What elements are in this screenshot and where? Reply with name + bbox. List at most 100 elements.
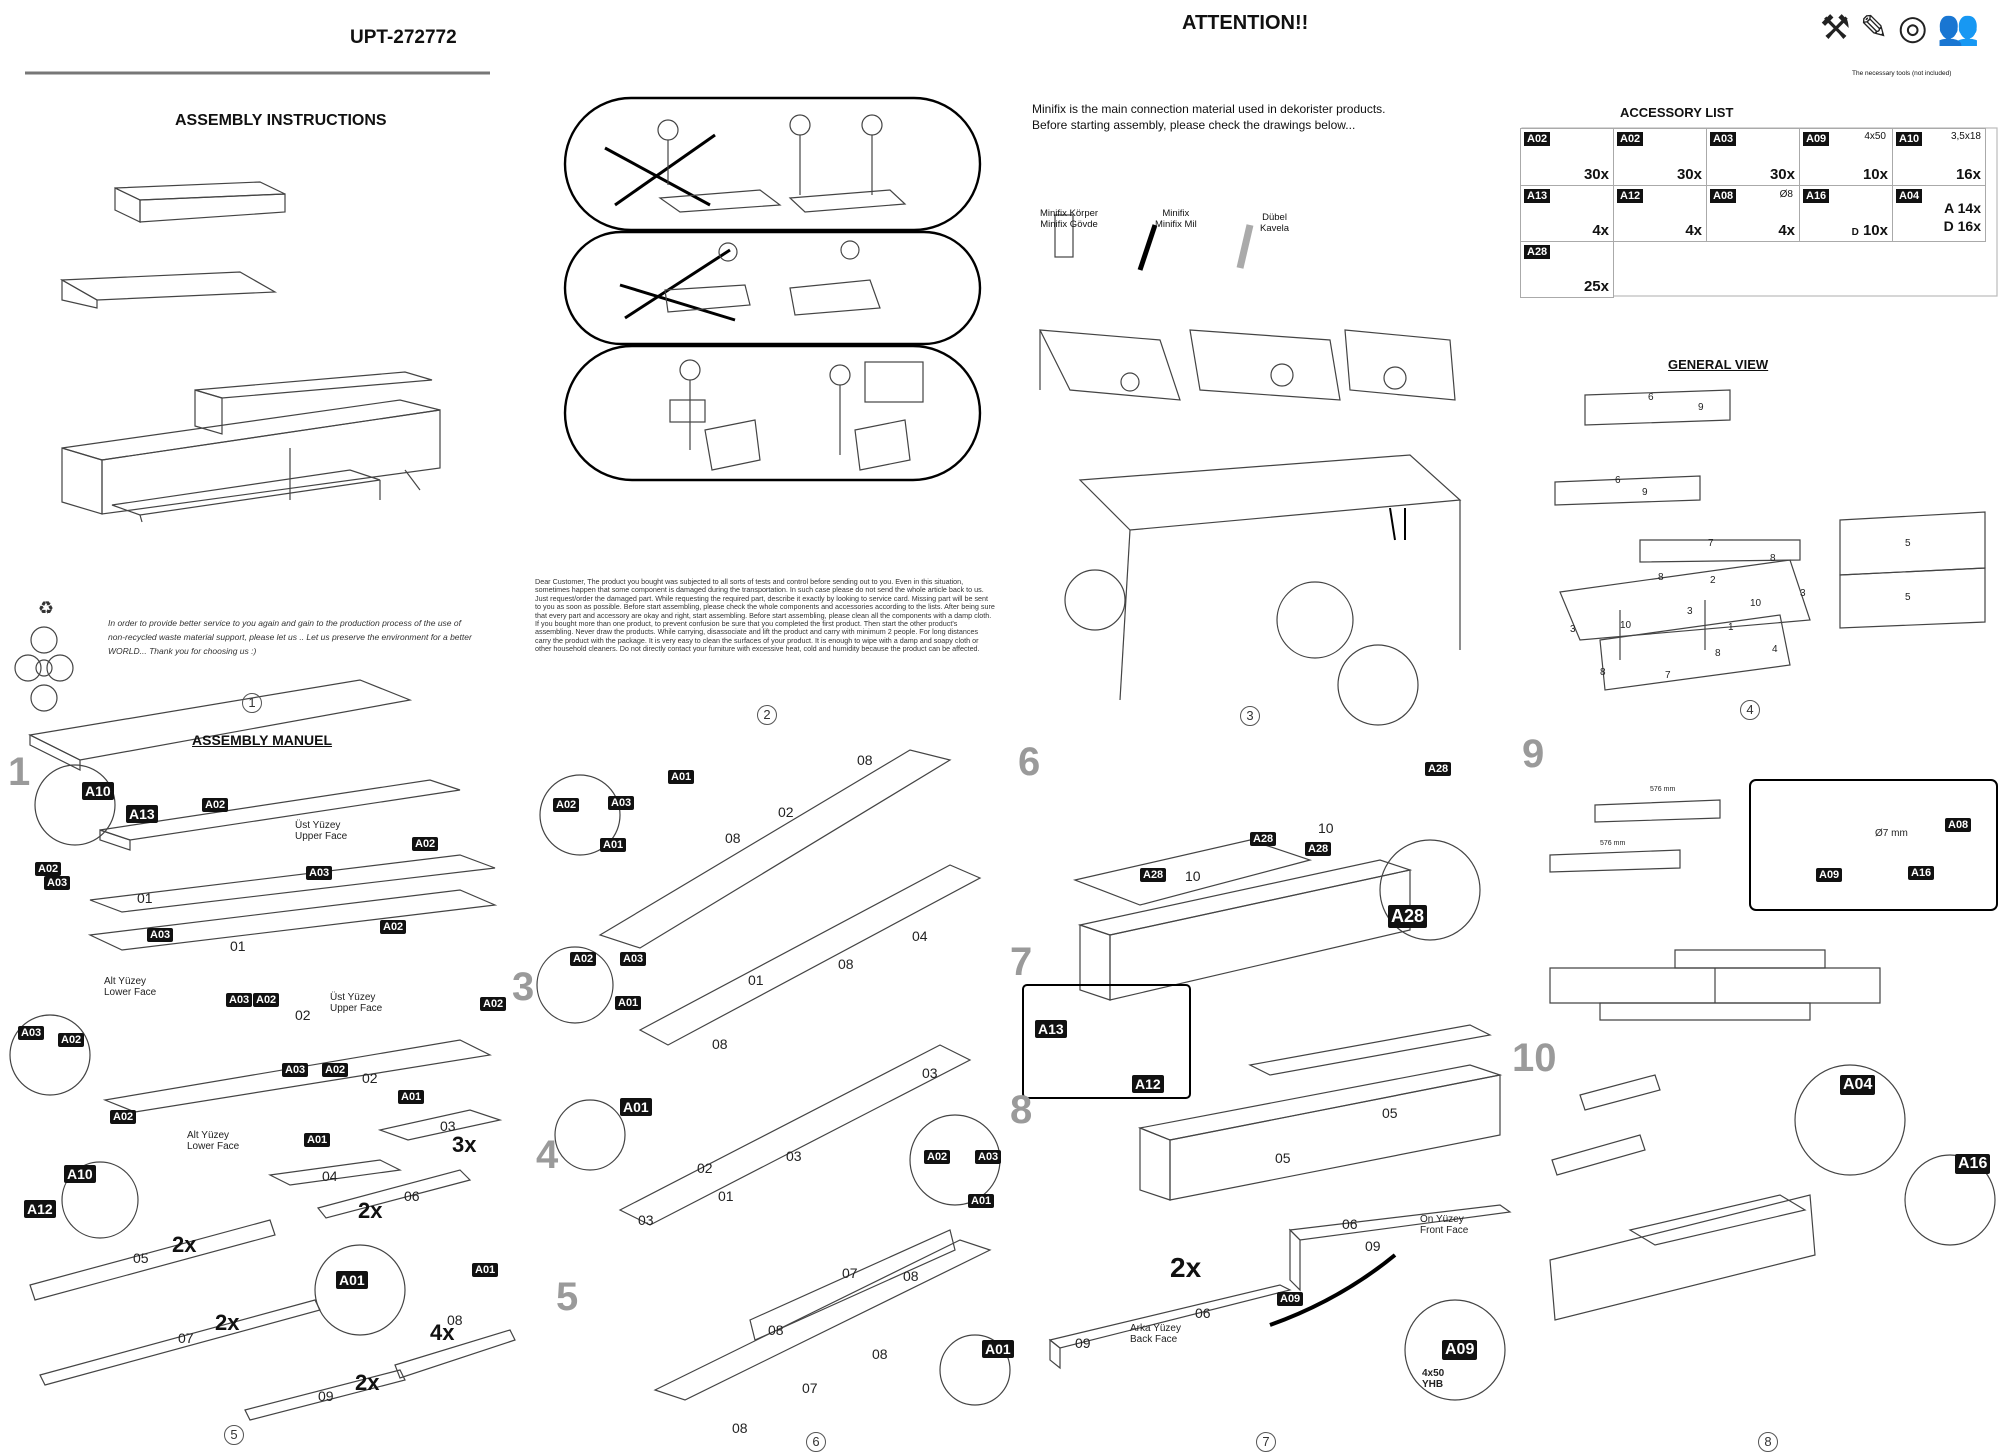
badge-a02: A02	[202, 798, 229, 812]
quantity-label: 3x	[452, 1132, 477, 1157]
page-number: 6	[806, 1432, 826, 1452]
badge-a16: A16	[1955, 1154, 1991, 1174]
page-number: 3	[1240, 706, 1260, 726]
badge-a02: A02	[924, 1150, 951, 1164]
quantity-label: 2x	[215, 1310, 240, 1335]
badge-a01: A01	[304, 1133, 331, 1147]
recycle-text: In order to provide better service to yo…	[108, 618, 472, 656]
gv-label: 8	[1658, 572, 1664, 583]
badge-a13: A13	[1035, 1020, 1067, 1038]
tools-icon: ⚒ ✎ ◎ 👥	[1820, 9, 1980, 47]
badge-a02: A02	[412, 837, 439, 851]
badge-a02: A02	[380, 920, 407, 934]
badge-a12: A12	[24, 1200, 56, 1218]
badge-a28: A28	[1250, 832, 1277, 846]
assembly-instructions-title: ASSEMBLY INSTRUCTIONS	[175, 112, 387, 129]
badge-a02: A02	[110, 1110, 137, 1124]
badge-a01: A01	[668, 770, 695, 784]
badge-a03: A03	[18, 1026, 45, 1040]
part-label: 02	[362, 1070, 378, 1086]
gv-label: 7	[1665, 670, 1671, 681]
part-label: 08	[725, 830, 741, 846]
part-label: 06	[1342, 1216, 1358, 1232]
badge-a01: A01	[615, 996, 642, 1010]
step-number: 10	[1512, 1036, 1557, 1080]
badge-a03: A03	[226, 993, 253, 1007]
part-label: 05	[133, 1250, 149, 1266]
customer-notice: Dear Customer, The product you bought wa…	[535, 577, 995, 654]
page-number: 7	[1256, 1432, 1276, 1452]
step-number: 6	[1018, 740, 1041, 784]
quantity-label: 2x	[172, 1232, 197, 1257]
badge-a02: A02	[570, 952, 597, 966]
gv-label: 2	[1710, 575, 1716, 586]
part-label: 01	[718, 1188, 734, 1204]
badge-a03: A03	[147, 928, 174, 942]
accessory-a16: A16 D 10x	[1799, 185, 1893, 242]
gv-label: 10	[1620, 620, 1632, 631]
gv-label: 9	[1642, 487, 1648, 498]
step-number: 1	[8, 750, 31, 794]
general-view-title: GENERAL VIEW	[1668, 357, 1769, 372]
gv-label: 5	[1905, 538, 1911, 549]
minifix-intro-2: Before starting assembly, please check t…	[1032, 118, 1356, 132]
badge-a13: A13	[126, 805, 158, 823]
step-number: 3	[512, 965, 535, 1009]
part-label: 07	[802, 1380, 818, 1396]
badge-a09: A09	[1816, 868, 1843, 882]
badge-a02: A02	[35, 862, 62, 876]
accessory-a04: A04 A 14x D 16x	[1892, 185, 1986, 242]
part-label: 02	[697, 1160, 713, 1176]
part-label: 09	[1075, 1335, 1091, 1351]
part-label: 08	[838, 956, 854, 972]
badge-a10: A10	[82, 782, 114, 800]
gv-label: 9	[1698, 402, 1704, 413]
badge-a02: A02	[322, 1063, 349, 1077]
part-label: 09	[1365, 1238, 1381, 1254]
badge-a03: A03	[282, 1063, 309, 1077]
accessory-list-title: ACCESSORY LIST	[1620, 105, 1734, 120]
part-label: 02	[778, 804, 794, 820]
part-label: 07	[842, 1265, 858, 1281]
page-3: ATTENTION!! Minifix is the main connecti…	[1000, 0, 1500, 726]
drill-size: Ø7 mm	[1875, 828, 1908, 839]
badge-a01: A01	[968, 1194, 995, 1208]
badge-a01: A01	[398, 1090, 425, 1104]
step-number: 8	[1010, 1088, 1033, 1132]
badge-a08: A08	[1945, 818, 1972, 832]
product-code: UPT-272772	[350, 27, 457, 48]
badge-a12: A12	[1132, 1075, 1164, 1093]
page-number: 1	[242, 693, 262, 713]
part-label: 08	[903, 1268, 919, 1284]
badge-a01: A01	[982, 1340, 1014, 1358]
badge-a02: A02	[253, 993, 280, 1007]
part-label: 08	[872, 1346, 888, 1362]
part-label: 05	[1275, 1150, 1291, 1166]
part-label: 10	[1185, 868, 1201, 884]
gv-label: 3	[1800, 588, 1806, 599]
page-number: 5	[224, 1425, 244, 1445]
tools-note: The necessary tools (not included)	[1852, 70, 1952, 77]
recycle-icon: ♻	[37, 598, 55, 618]
badge-a04: A04	[1840, 1075, 1876, 1095]
part-label: 07	[178, 1330, 194, 1346]
part-label: 06	[404, 1188, 420, 1204]
part-label: 01	[230, 938, 246, 954]
part-label: 04	[912, 928, 928, 944]
attention-title: ATTENTION!!	[1182, 12, 1309, 34]
part-label: 01	[748, 972, 764, 988]
gv-label: 7	[1708, 538, 1714, 549]
page-number: 4	[1740, 700, 1760, 720]
gv-label: 6	[1648, 392, 1654, 403]
page-6: 3 4 5 08 02 08 01 08 04 08 03 02 03 01 0…	[500, 720, 1014, 1452]
minifix-intro-1: Minifix is the main connection material …	[1032, 102, 1386, 116]
part-label: 03	[440, 1118, 456, 1134]
